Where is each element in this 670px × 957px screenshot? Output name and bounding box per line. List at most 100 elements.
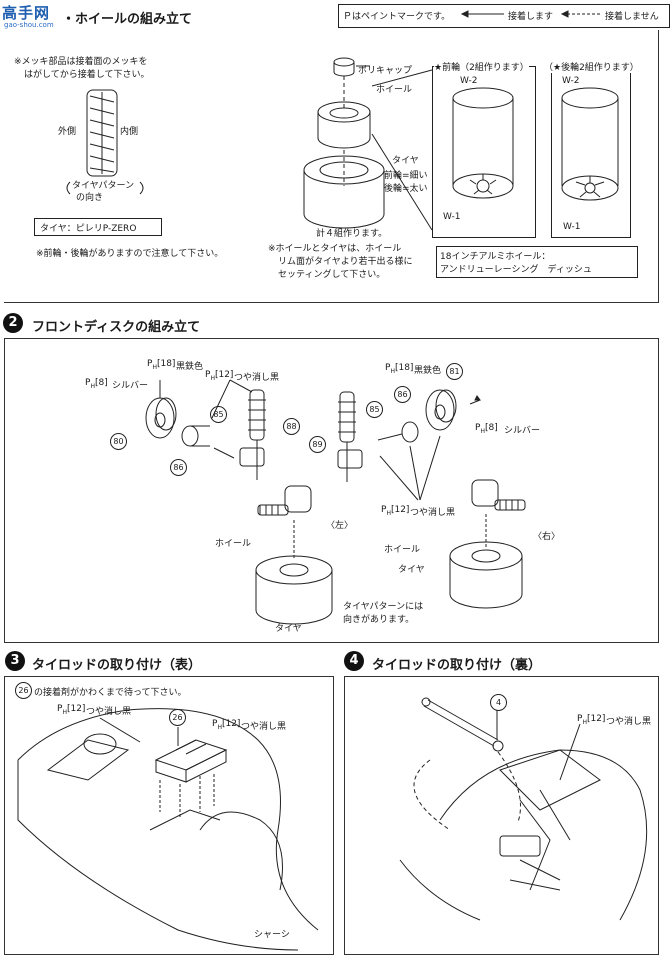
section3-title: タイロッドの取り付け（表） [32,658,202,673]
wheel-rim-icon [317,101,371,149]
inner-side-label: 内側 [120,127,139,137]
section2-frame-bottom [4,642,659,643]
section1-divider [4,302,659,303]
paint-code-12-s3b: PH[12] [212,719,241,731]
section2-frame-top [4,338,659,339]
make-four-label: 計４組作ります。 [316,229,388,239]
shock-left-icon [239,389,266,480]
tire-brand: タイヤ：ピレリP-ZERO [40,224,137,234]
paint-code-8-right: PH[8] [475,423,498,435]
section2-frame-right [658,338,659,642]
alloy-line-1: 18インチアルミホイール： [440,252,551,262]
paint-code-12-left: PH[12] [205,370,234,382]
section1-frame-right [658,30,659,302]
tire-brand-box [34,218,162,236]
tire-icon [303,155,385,229]
chassis-label: シャーシ [254,930,290,940]
legend-glue: 接着します [508,12,554,22]
right-side-label: 〈右〉 [533,532,561,542]
legend-solid-arrow-icon [460,10,504,18]
left-side-label: 〈左〉 [326,521,354,531]
rear-thick-label: 後輪=太い [384,184,428,194]
pattern-note-2: 向きがあります。 [343,615,415,625]
tire-label: タイヤ [392,156,419,166]
pattern-note-1: タイヤパターンには [343,602,424,612]
poly-cap-label: ポリキャップ [358,66,413,76]
section4-frame-left [344,676,345,955]
part-85-left: 85 [210,406,227,423]
outer-side-label: 外側 [58,127,77,137]
tie-rod-bracket-icon [154,739,228,783]
flat-black-left: つや消し黒 [234,373,280,383]
section3-frame-top [4,676,334,677]
legend-paint-mark: Ｐはペイントマークです。 [343,12,451,22]
wheel-right-label: ホイール [384,545,421,555]
section3-frame-right [333,676,334,955]
section4-frame-right [658,676,659,955]
alloy-wheel-box [436,246,638,278]
tire-right-label: タイヤ [398,565,425,575]
flat-black-s3a: つや消し黒 [86,707,132,717]
chassis-underside-drawing [399,749,648,921]
fit-note-1: ※ホイールとタイヤは、ホイール [268,244,402,254]
paint-code-12-right: PH[12] [381,505,410,517]
part-86-right: 86 [394,386,411,403]
strut-lower-left-icon [257,485,312,516]
section1-title: ・ホイールの組み立て [62,12,193,27]
black-iron-left: 黒鉄色 [176,362,204,372]
logo-domain: gao-shou.com [4,21,54,29]
brake-disc-left-icon [145,397,177,439]
front-w2-label: W-2 [460,76,478,86]
section4-frame-top [344,676,659,677]
front-pair-label: ★前輪（2組作ります） [434,60,529,73]
front-rear-note: ※前輪・後輪がありますので注意して下さい。 [36,249,224,259]
black-iron-right: 黒鉄色 [414,366,442,376]
tire-left-label: タイヤ [275,624,302,634]
part-86-left: 86 [170,459,187,476]
flat-black-right: つや消し黒 [410,508,456,518]
part-80: 80 [110,433,127,450]
section3-frame-left [4,676,5,955]
part-26-note: 26 [15,682,32,699]
fit-note-2: リム面がタイヤより若干出る様に [278,257,413,267]
section4-frame-bottom [344,954,659,955]
part-89: 89 [309,436,326,453]
hub-left-icon [181,425,210,447]
paint-code-8-left: PH[8] [85,378,108,390]
paint-code-12-s4: PH[12] [577,714,606,726]
hub-right-icon [377,421,419,443]
section4-title: タイロッドの取り付け（裏） [372,658,542,673]
front-wheel-drawing [452,87,514,199]
silver-left: シルバー [112,381,149,391]
section4-number: 4 [344,651,364,671]
legend-box [338,4,670,28]
rear-pair-label: （★後輪2組作ります） [544,60,639,73]
part-81: 81 [446,363,463,380]
paint-code-18-right: PH[18] [385,363,414,375]
legend-no-glue: 接着しません [605,12,659,22]
plating-note-2: はがしてから接着して下さい。 [24,70,150,80]
tread-direction-1: タイヤパターン [72,181,135,191]
wheel-left-label: ホイール [215,539,252,549]
tire-tread-icon [66,89,144,195]
wheel-lower-left-icon [255,555,333,625]
part-85-right: 85 [366,401,383,418]
section2-frame-left [4,338,5,642]
strut-lower-right-icon [471,479,526,511]
tread-direction-2: の向き [76,193,104,203]
glue-wait-note: の接着剤がかわくまで待って下さい。 [34,688,187,698]
site-logo: 高手网 gao-shou.com [2,2,62,32]
silver-right: シルバー [504,426,541,436]
shock-right-icon [337,391,363,482]
wheel-lower-right-icon [449,541,523,609]
part-88: 88 [283,418,300,435]
rear-w1-label: W-1 [563,222,581,232]
flat-black-s3b: つや消し黒 [241,722,287,732]
alloy-line-2: アンドリューレーシング ディッシュ [440,265,592,275]
front-w1-label: W-1 [443,212,461,222]
brake-disc-right-icon [425,389,457,431]
section3-number: 3 [5,651,25,671]
part-4: 4 [490,694,507,711]
section2-number: 2 [3,313,23,333]
